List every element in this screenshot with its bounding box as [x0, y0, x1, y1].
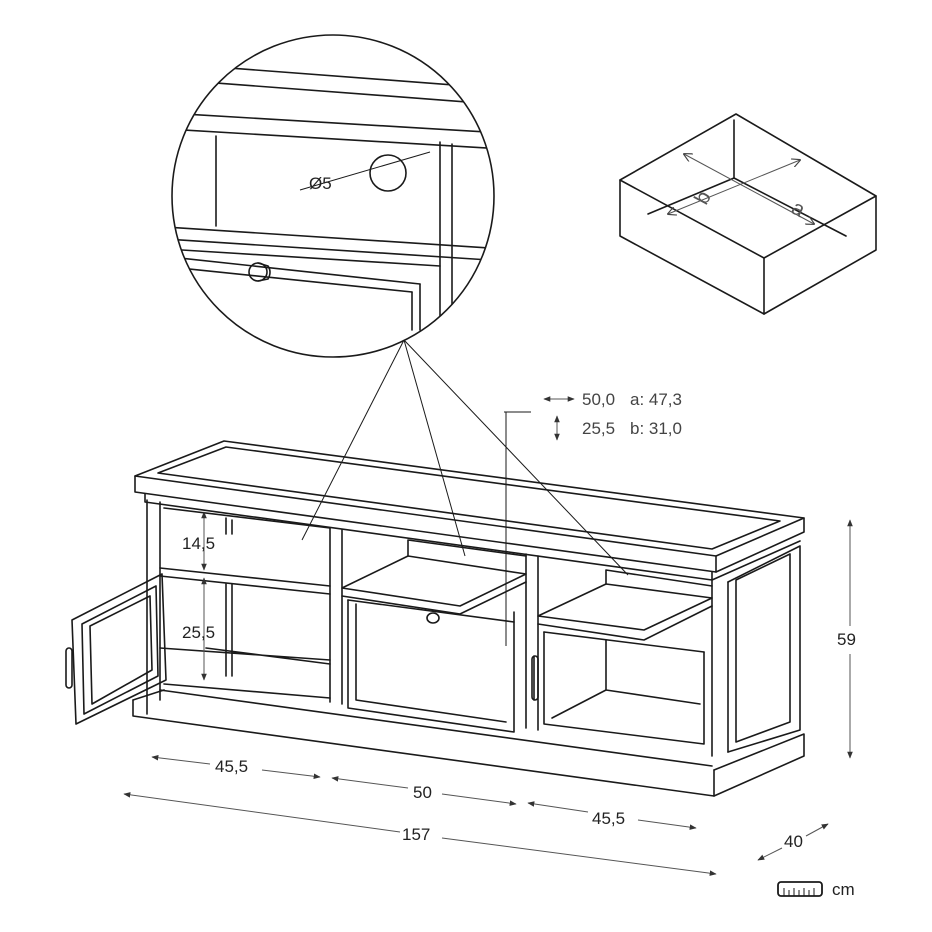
- unit-label: cm: [832, 880, 855, 899]
- shelf-height-dimensions: 14,5 25,5: [182, 511, 215, 681]
- unit-legend: cm: [777, 880, 855, 899]
- drawer-box-illustration: a b: [619, 113, 877, 315]
- door-handle: [65, 647, 73, 689]
- left-section-arrow-b: [261, 769, 321, 780]
- tv-cabinet: [65, 440, 805, 797]
- center-section-arrow-a: [331, 776, 409, 789]
- width-arrow-b: [441, 837, 717, 876]
- ruler-icon: [777, 881, 823, 897]
- detail-zoom-circle: Ø5: [171, 34, 495, 358]
- left-section-width-label: 45,5: [215, 757, 248, 776]
- box-axis-a-label: a: [788, 196, 809, 222]
- drawer-outer-height: 25,5: [582, 419, 615, 438]
- center-section-width-label: 50: [413, 783, 432, 802]
- drawer-inner-a: a: 47,3: [630, 390, 682, 409]
- lower-shelf-height-label: 25,5: [182, 623, 215, 642]
- right-door-handle: [531, 655, 539, 701]
- overall-depth-label: 40: [784, 832, 803, 851]
- box-axis-b-arrow: [668, 160, 800, 214]
- open-glass-door: [71, 573, 167, 725]
- drawer-knob: [426, 612, 440, 624]
- drawer-dimension-legend: 50,0 25,5 a: 47,3 b: 31,0: [504, 390, 682, 646]
- section-width-dimensions: 45,5 50 45,5: [151, 754, 697, 830]
- depth-arrow-a: [757, 847, 783, 861]
- right-section-arrow-b: [637, 819, 697, 830]
- depth-arrow-b: [805, 823, 829, 837]
- center-section-arrow-b: [441, 793, 517, 806]
- upper-shelf-height-label: 14,5: [182, 534, 215, 553]
- hole-diameter-label: Ø5: [309, 174, 332, 193]
- right-section-width-label: 45,5: [592, 809, 625, 828]
- right-section-arrow-a: [527, 801, 589, 813]
- overall-width-label: 157: [402, 825, 430, 844]
- overall-height-label: 59: [837, 630, 856, 649]
- drawer-inner-b: b: 31,0: [630, 419, 682, 438]
- overall-dimensions: 157 59 40: [123, 519, 856, 876]
- left-section-arrow-a: [151, 754, 211, 765]
- drawer-outer-width: 50,0: [582, 390, 615, 409]
- width-arrow-a: [123, 792, 401, 833]
